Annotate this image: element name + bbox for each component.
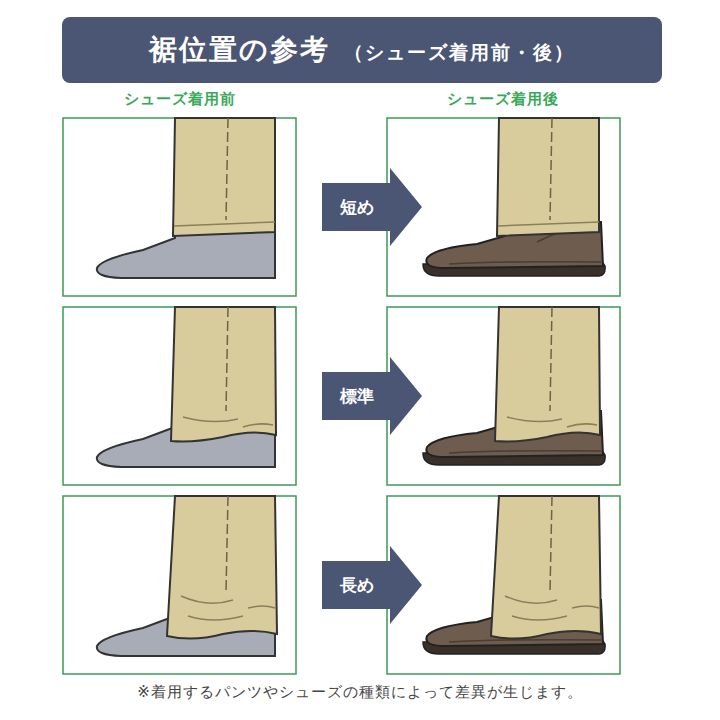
panel-before-short [63,118,296,296]
arrow-shape: 標準 [322,356,422,436]
footnote: ※着用するパンツやシューズの種類によって差異が生じます。 [137,683,583,702]
arrow-label: 標準 [340,385,374,408]
title-band: 裾位置の参考 （シューズ着用前・後） [62,17,662,83]
arrow-shape: 短め [322,167,422,247]
subtitle-text: （シューズ着用前・後） [344,40,575,66]
column-header: シューズ着用前 [124,90,236,109]
column-header: シューズ着用後 [447,90,559,109]
panel-before-long [63,496,296,674]
arrow-label: 短め [340,196,374,219]
panel-before-standard [63,307,296,485]
arrow-shape: 長め [322,545,422,625]
title-text: 裾位置の参考 [149,31,330,69]
arrow-label: 長め [340,574,374,597]
